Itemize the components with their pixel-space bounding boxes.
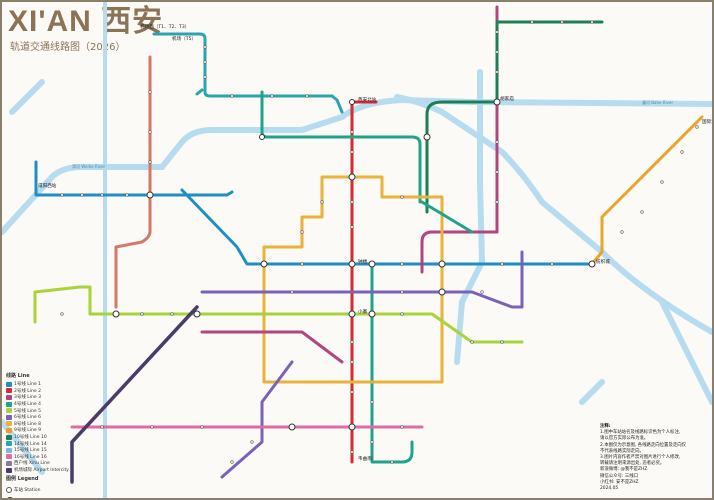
legend-row: 16号线 Line 16 [6, 454, 96, 461]
river-label-weihe: 渭河 Weihe River [72, 164, 106, 169]
transfer-stations [112, 98, 596, 431]
line-9 [590, 115, 704, 266]
river-label-bahe: 灞河 Bahe River [642, 100, 674, 105]
station-label-airport: 机场西（T1、T2、T3） [140, 25, 190, 30]
legend-row: 机场城际 Airport Intercity [6, 467, 96, 474]
bahe-river [394, 94, 712, 335]
line-12 [114, 55, 152, 309]
line-10 [425, 20, 604, 214]
line-14 [152, 32, 334, 98]
station-label-xiaozhai: 小寨 [358, 310, 368, 315]
legend: 线路 Line 1号线 Line 1 2号线 Line 2 3号线 Line 3… [6, 370, 96, 498]
legend-row: 2号线 Line 2 [6, 388, 96, 395]
station-label-airport-t5: 机场（T5） [172, 37, 197, 42]
page-title: XI'AN 西安 [8, 5, 164, 38]
stations [60, 20, 699, 464]
legend-row: 5号线 Line 5 [6, 407, 96, 414]
legend-row: 10号线 Line 10 [6, 434, 96, 441]
station-label-zhonglou: 钟楼 [358, 260, 368, 265]
legend-row: 3号线 Line 3 [6, 394, 96, 401]
line-5 [33, 285, 524, 344]
legend-heading: 图例 Legend [6, 476, 39, 483]
chanhe-river [454, 69, 486, 365]
page-subtitle: 轨道交通线路图（2026） [10, 42, 126, 53]
legend-row: 4号线 Line 4 [6, 401, 96, 408]
legend-row: 6号线 Line 6 [6, 414, 96, 421]
legend-row: 15号线 Line 15 [6, 447, 96, 454]
station-label-xian-north: 西安北站 [358, 98, 377, 103]
legend-row: 9号线 Line 9 [6, 427, 96, 434]
legend-station: 车站 Station [6, 484, 96, 495]
airport-intercity [70, 305, 199, 484]
station-label-xianyang-west: 咸阳西站 [38, 184, 57, 189]
station-label-hujiamiao: 胡家庙 [500, 97, 514, 102]
notes: 注释: 1.图中车站站名及线路标识色为个人标注, 请以官方实际公布为准。 2.本… [600, 424, 687, 492]
legend-lines-heading: 线路 Line [6, 373, 30, 379]
legend-row: 14号线 Line 14 [6, 440, 96, 447]
legend-row: 西户线 Xihu Line [6, 460, 96, 467]
station-label-port: 国际港务区 [702, 120, 712, 125]
station-label-fangzhicheng: 纺织城 [596, 260, 610, 265]
legend-transfer: 换乘站 Transfer Station [6, 495, 96, 498]
legend-row: 8号线 Line 8 [6, 421, 96, 428]
line-3 [420, 5, 499, 274]
station-label-weiqu-south: 韦曲南 [358, 457, 372, 462]
line-6 [200, 250, 524, 309]
legend-row: 1号线 Line 1 [6, 381, 96, 388]
line-8 [262, 175, 444, 384]
